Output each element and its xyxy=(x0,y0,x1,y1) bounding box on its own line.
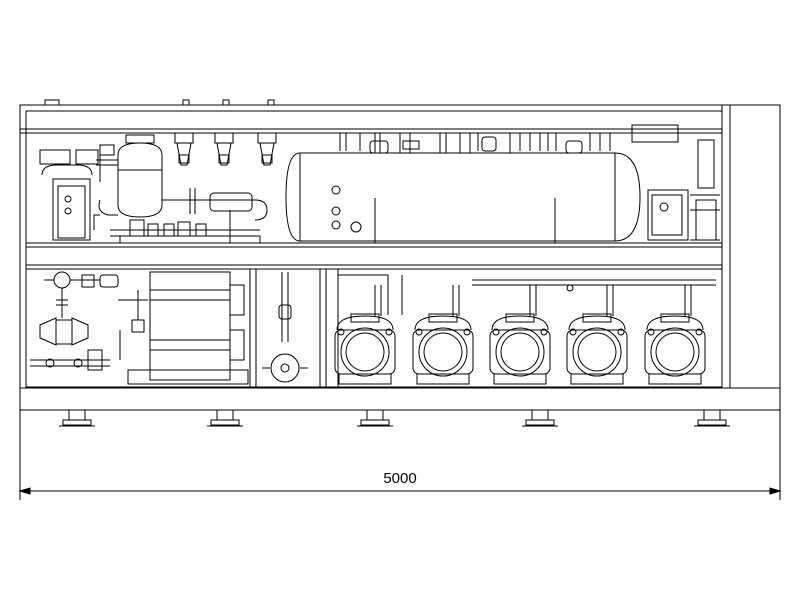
upper-right-unit xyxy=(648,140,720,240)
compressor xyxy=(413,285,473,384)
compressor-bank xyxy=(335,285,705,384)
support-foot xyxy=(357,410,393,426)
base-beam xyxy=(20,388,780,410)
valve-cluster-upper xyxy=(110,210,260,243)
compressor xyxy=(645,285,705,384)
lower-left-valves xyxy=(30,272,148,370)
support-foot xyxy=(694,410,730,426)
receiver-tank xyxy=(286,153,640,243)
control-box xyxy=(40,150,98,240)
tank-top-valves xyxy=(340,125,720,153)
support-foot xyxy=(522,410,558,426)
support-foot xyxy=(207,410,243,426)
skid-frame xyxy=(20,105,780,388)
support-foot xyxy=(59,410,95,426)
overall-length-dimension: 5000 xyxy=(383,470,417,487)
filter-vessel xyxy=(94,135,267,230)
compressor xyxy=(490,285,550,384)
pressure-gauges xyxy=(175,133,276,165)
compressor xyxy=(335,285,395,384)
support-feet xyxy=(59,410,730,426)
compressor xyxy=(567,285,627,384)
top-nozzles xyxy=(45,100,274,105)
discharge-header xyxy=(338,270,716,315)
heat-exchanger xyxy=(128,272,248,384)
sight-glass xyxy=(262,272,308,382)
